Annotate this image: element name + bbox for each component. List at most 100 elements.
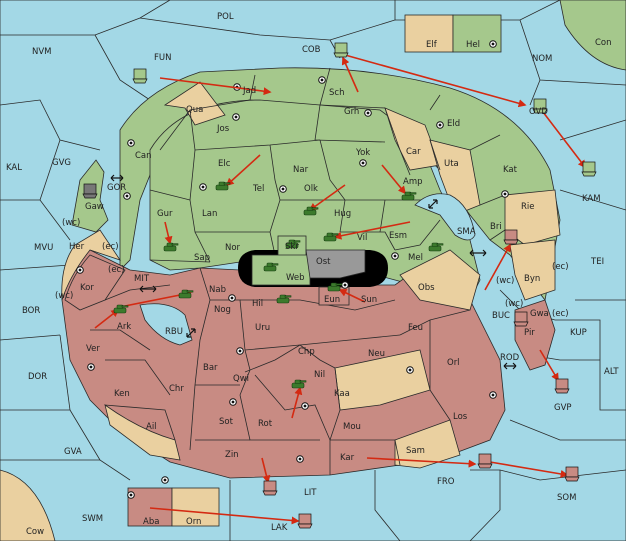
label-ec2: (ec) (552, 262, 569, 272)
province-rie[interactable] (504, 189, 561, 246)
fleet-ship-icon (503, 229, 519, 245)
province-labels: POL NVM FUN COB NOM OVD Con Elf Hel KAL … (6, 12, 619, 537)
label-nvm: NVM (32, 47, 52, 57)
province-her[interactable] (61, 229, 121, 301)
label-ovd: OVD (529, 107, 548, 117)
label-ec4: (ec) (552, 309, 569, 319)
label-olk: Olk (304, 184, 318, 194)
label-kam: KAM (582, 194, 601, 204)
province-elf[interactable] (404, 14, 454, 53)
label-yok: Yok (355, 148, 370, 158)
province-car[interactable] (384, 107, 441, 171)
label-wc3: (wc) (55, 291, 73, 301)
label-jad: Jad (242, 86, 256, 96)
label-gur: Gur (157, 209, 173, 219)
label-kat: Kat (503, 165, 518, 175)
label-sam: Sam (406, 446, 425, 456)
supply-center-icon (359, 159, 367, 167)
fleets (82, 42, 597, 529)
supply-center-icon (199, 183, 207, 191)
fleet-ship-icon (513, 311, 529, 327)
label-ail: Ail (146, 422, 157, 432)
order-arrow-icon (338, 289, 366, 303)
label-buc: BUC (492, 311, 510, 321)
supply-center-icon (127, 491, 135, 499)
label-gvg: GVG (52, 158, 71, 168)
label-nab: Nab (209, 285, 226, 295)
label-grh: Grh (344, 107, 359, 117)
label-tei: TEI (590, 257, 604, 267)
supply-center-icon (301, 402, 309, 410)
label-pol: POL (217, 12, 234, 22)
label-sma: SMA (457, 227, 476, 237)
label-feu: Feu (408, 323, 423, 333)
label-neu: Neu (368, 349, 385, 359)
fleet-ship-icon (132, 68, 148, 84)
label-mvu: MVU (34, 243, 53, 253)
supply-center-icon (87, 363, 95, 371)
label-rod: ROD (500, 353, 520, 363)
order-arrow-icon (149, 507, 300, 525)
fleet-ship-icon (333, 42, 349, 58)
label-orn: Orn (186, 517, 201, 527)
supply-center-icon (123, 192, 131, 200)
order-arrow-icon (225, 154, 261, 187)
province-orn[interactable] (171, 487, 220, 527)
province-web[interactable] (251, 254, 311, 286)
label-kar: Kar (340, 453, 355, 463)
province-byn[interactable] (509, 239, 556, 301)
label-rot: Rot (258, 419, 273, 429)
label-som: SOM (557, 493, 576, 503)
convoy-double-arrow-icon (503, 362, 517, 370)
label-byn: Byn (524, 274, 540, 284)
province-ail[interactable] (104, 404, 181, 461)
province-ost[interactable] (305, 249, 366, 279)
order-arrow-icon (484, 243, 511, 291)
label-kup: KUP (570, 328, 587, 338)
label-bor: BOR (22, 306, 40, 316)
label-skr: Skr (285, 242, 299, 252)
convoy-arrows (110, 174, 517, 370)
label-zin: Zin (225, 450, 239, 460)
label-bar: Bar (203, 363, 218, 373)
label-kor: Kor (80, 283, 94, 293)
label-dor: DOR (28, 372, 47, 382)
label-hil: Hil (252, 299, 263, 309)
label-ost: Ost (316, 257, 331, 267)
supply-center-icon (318, 76, 326, 84)
order-arrow-icon (291, 386, 303, 419)
label-mit: MIT (134, 274, 150, 284)
label-hel: Hel (466, 40, 480, 50)
label-gaw: Gaw (85, 202, 104, 212)
fleet-ship-icon (82, 183, 98, 199)
label-alt: ALT (604, 367, 619, 377)
label-lak: LAK (271, 523, 288, 533)
label-car: Car (406, 147, 421, 157)
label-chp: Chp (298, 347, 315, 357)
fleet-ship-icon (297, 513, 313, 529)
label-fun: FUN (154, 53, 171, 63)
label-tel: Tel (252, 184, 264, 194)
supply-center-icon (161, 476, 169, 484)
label-cow: Cow (26, 527, 44, 537)
label-gva: GVA (64, 447, 82, 457)
province-obs[interactable] (399, 249, 481, 311)
province-qua[interactable] (163, 81, 226, 126)
fleet-ship-icon (564, 466, 580, 482)
label-rie: Rie (521, 202, 535, 212)
label-elc: Elc (218, 159, 231, 169)
label-jos: Jos (216, 124, 230, 134)
province-aba[interactable] (127, 487, 173, 527)
label-can: Can (135, 151, 152, 161)
label-ken: Ken (114, 389, 130, 399)
province-uta[interactable] (429, 139, 481, 216)
label-ark: Ark (117, 322, 131, 332)
label-kal: KAL (6, 163, 22, 173)
label-aba: Aba (143, 517, 159, 527)
fleet-ship-icon (477, 453, 493, 469)
order-arrow-icon (381, 164, 407, 195)
order-arrow-icon (489, 461, 569, 478)
order-arrows (94, 54, 586, 525)
fleet-ship-icon (262, 480, 278, 496)
